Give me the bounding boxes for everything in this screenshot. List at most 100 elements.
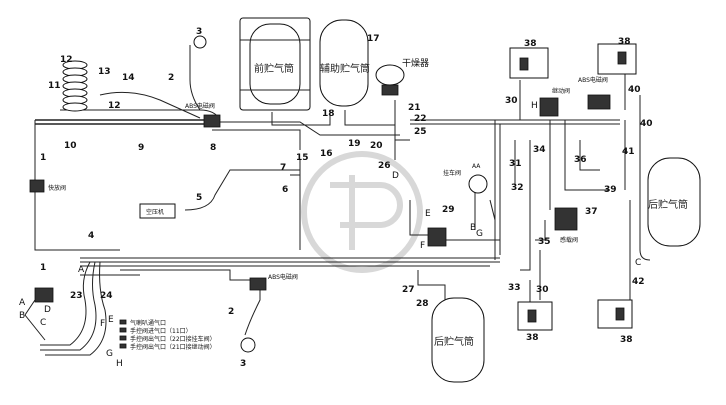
part-label: 10	[64, 141, 77, 151]
part-label: 42	[632, 277, 645, 287]
part-label: 12	[108, 101, 121, 111]
trailer-valve-label: 挂车阀	[443, 169, 461, 177]
abs-valve-right: ABS电磁阀	[578, 76, 611, 110]
brake-valve	[427, 227, 447, 247]
letter-label: G	[106, 349, 113, 359]
gauge-label: AA	[472, 163, 481, 170]
abs-valve-right-label: ABS电磁阀	[578, 76, 608, 84]
rear-tank-upper-label: 后贮气筒	[648, 198, 688, 211]
relay-valve-label: 继动阀	[552, 87, 570, 95]
wheel-box-bottom-left	[517, 301, 553, 331]
part-label: 2	[168, 73, 174, 83]
part-label: 36	[574, 155, 587, 165]
legend-item-2: 手控阀进气口（11口）	[130, 327, 192, 335]
part-label: 7	[280, 163, 286, 173]
rear-air-tank-lower: 后贮气筒	[431, 297, 485, 383]
part-label: 40	[628, 85, 641, 95]
letter-label: F	[420, 241, 425, 251]
part-label: 13	[98, 67, 111, 77]
legend-item-3: 手控阀出气口（22口接挂车阀）	[130, 335, 216, 343]
brake-chamber-top	[193, 35, 207, 49]
quick-release-label: 快放阀	[48, 184, 66, 192]
part-label: 19	[348, 139, 361, 149]
quick-release-valve: 快放阀	[29, 179, 66, 193]
wheel-box-top-left	[509, 47, 549, 79]
legend-item-1: 气喇叭通气口	[130, 319, 166, 327]
part-label: 41	[622, 147, 635, 157]
part-label: 14	[122, 73, 135, 83]
part-label: 38	[620, 335, 633, 345]
part-label: 35	[538, 237, 551, 247]
part-label: 12	[60, 55, 73, 65]
letter-label: F	[100, 319, 105, 329]
part-label: 26	[378, 161, 391, 171]
letter-label: H	[116, 359, 123, 369]
part-label: 21	[408, 103, 421, 113]
letter-label: B	[470, 223, 476, 233]
abs-valve-top: ABS电磁阀	[185, 102, 221, 128]
part-label: 6	[282, 185, 288, 195]
part-label: 15	[296, 153, 309, 163]
part-label: 30	[505, 96, 518, 106]
part-label: 8	[210, 143, 216, 153]
part-label: 40	[640, 119, 653, 129]
dryer-label: 干燥器	[402, 58, 429, 69]
part-label: 3	[196, 27, 202, 37]
part-label: 39	[604, 185, 617, 195]
cooling-coil	[62, 60, 88, 112]
abs-valve-top-label: ABS电磁阀	[185, 102, 215, 110]
rear-air-tank-upper: 后贮气筒	[647, 157, 701, 247]
part-label: 34	[533, 145, 546, 155]
letter-label: A	[78, 265, 85, 275]
letter-label: H	[531, 101, 538, 111]
part-label: 11	[48, 81, 61, 91]
front-tank-label: 前贮气筒	[254, 62, 294, 75]
part-label: 31	[509, 159, 522, 169]
part-label: 18	[322, 109, 335, 119]
part-label: 25	[414, 127, 427, 137]
letter-label: D	[44, 305, 51, 315]
part-label: 1	[40, 153, 46, 163]
letter-label: C	[635, 258, 641, 268]
front-air-tank: 前贮气筒	[239, 17, 311, 111]
relay-valve: 继动阀	[539, 87, 570, 117]
sense-valve-label: 感载阀	[560, 236, 578, 244]
letter-label: B	[19, 311, 25, 321]
part-label: 3	[240, 359, 246, 369]
abs-valve-bottom: ABS电磁阀	[249, 273, 298, 291]
part-label: 32	[511, 183, 524, 193]
part-label: 27	[402, 285, 415, 295]
rear-tank-lower-label: 后贮气筒	[434, 335, 474, 348]
aux-air-tank: 辅助贮气筒	[319, 19, 370, 107]
watermark	[301, 151, 423, 273]
abs-valve-bottom-label: ABS电磁阀	[268, 273, 298, 281]
legend-item-4: 手控阀出气口（21口接继动阀）	[130, 343, 216, 351]
aux-tank-label: 辅助贮气筒	[320, 62, 370, 75]
part-label: 23	[70, 291, 83, 301]
part-label: 4	[88, 231, 94, 241]
part-label: 30	[536, 285, 549, 295]
air-compressor: 空压机	[139, 203, 176, 219]
part-label: 2	[228, 307, 234, 317]
sense-valve: 感载阀	[554, 207, 578, 244]
part-label: 38	[618, 37, 631, 47]
part-label: 33	[508, 283, 521, 293]
wheel-box-bottom-right	[597, 299, 633, 329]
trailer-valve: 挂车阀 AA	[443, 163, 488, 194]
dryer: 干燥器	[375, 58, 429, 96]
letter-label: G	[476, 229, 483, 239]
letter-label: C	[40, 318, 46, 328]
letter-label: E	[108, 315, 114, 325]
air-compressor-label: 空压机	[146, 208, 164, 216]
part-label: 1	[40, 263, 46, 273]
part-number-labels: 1 1 2 2 3 3 4 5 6 7 8 9 10 11 12 12 13 1…	[40, 27, 653, 369]
part-label: 24	[100, 291, 113, 301]
part-label: 29	[442, 205, 455, 215]
part-label: 38	[526, 333, 539, 343]
brake-chamber-bottom	[240, 337, 256, 353]
part-label: 22	[414, 114, 427, 124]
letter-label: D	[392, 171, 399, 181]
part-label: 17	[367, 34, 380, 44]
wheel-box-top-right	[597, 43, 637, 75]
part-label: 5	[196, 193, 202, 203]
